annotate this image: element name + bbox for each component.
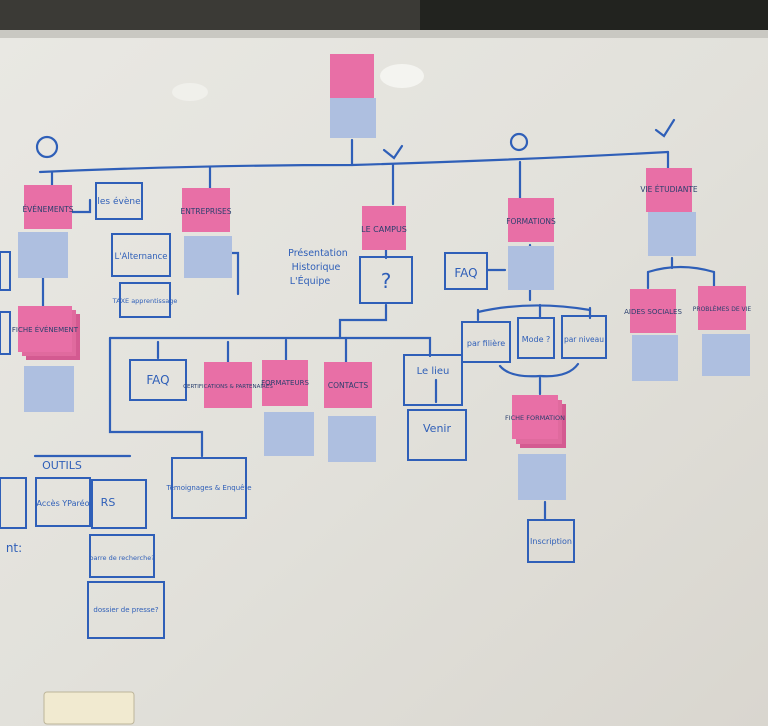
whiteboard	[0, 38, 768, 726]
hw-barre-recherche: barre de recherche?	[89, 554, 154, 562]
glare-2	[172, 83, 208, 101]
hw-par-filiere: par filière	[467, 338, 505, 348]
formateurs-note	[262, 360, 308, 406]
vie-note	[646, 168, 692, 212]
label-vie-etudiante: VIE ÉTUDIANTE	[640, 185, 698, 194]
label-aides-sociales: AIDES SOCIALES	[624, 308, 682, 316]
hw-par-niveau: par niveau	[564, 335, 604, 344]
hw-venir: Venir	[423, 422, 451, 435]
label-fiche-formation: FICHE FORMATION	[505, 414, 565, 422]
marker-lines	[33, 118, 716, 522]
entreprises-note	[182, 188, 230, 232]
hw-acces-ypareo: Accès YParéo	[37, 498, 90, 508]
hw-temoignages: Témoignages & Enquête	[165, 484, 251, 492]
label-problemes-de-vie: PROBLÈMES DE VIE	[693, 305, 752, 313]
hw-equipe: L'Équipe	[290, 275, 331, 287]
fiche-evenement-note	[18, 306, 72, 352]
marker-boxes	[0, 182, 607, 639]
evenements-note	[24, 185, 72, 229]
label-certifications: CERTIFICATIONS & PARTENAIRES	[183, 384, 273, 390]
top-pink-note	[330, 54, 374, 98]
hw-rs: RS	[101, 496, 116, 509]
campus-note	[362, 206, 406, 250]
label-evenements: ÉVÉNEMENTS	[22, 205, 73, 214]
hw-taxe: TAXE apprentissage	[112, 297, 178, 305]
label-le-campus: LE CAMPUS	[361, 225, 407, 234]
aides-note	[630, 289, 676, 333]
hw-faq-formations: FAQ	[454, 266, 477, 280]
eraser	[43, 691, 135, 725]
hw-les-evenements: les évène	[97, 196, 141, 207]
hw-faq-campus: FAQ	[146, 373, 169, 387]
label-contacts: CONTACTS	[328, 381, 369, 390]
label-formations: FORMATIONS	[506, 217, 556, 226]
hw-le-lieu: Le lieu	[417, 366, 450, 377]
problemes-note	[698, 286, 746, 330]
glare	[380, 64, 424, 88]
certif-note	[204, 362, 252, 408]
hw-inscription: Inscription	[530, 537, 572, 546]
hw-left-fragment: nt:	[6, 541, 22, 555]
fiche-formation-note	[512, 395, 558, 439]
hw-dossier-presse: dossier de presse?	[93, 606, 158, 614]
pink-notes	[18, 54, 746, 448]
label-formateurs: FORMATEURS	[261, 379, 309, 387]
contacts-note	[324, 362, 372, 408]
ceiling-right	[420, 0, 768, 34]
label-entreprises: ENTREPRISES	[180, 207, 231, 216]
blue-notes	[18, 98, 750, 500]
hw-mode: Mode ?	[522, 335, 551, 344]
hw-alternance: L'Alternance	[114, 252, 167, 262]
label-fiche-evenement: FICHE ÉVÉNEMENT	[12, 325, 79, 334]
hw-presentation: Présentation	[288, 248, 348, 259]
hw-outils: OUTILS	[42, 459, 82, 472]
board-frame	[0, 30, 768, 38]
hw-historique: Historique	[292, 262, 341, 273]
hw-question: ?	[381, 269, 392, 293]
formations-note	[508, 198, 554, 242]
